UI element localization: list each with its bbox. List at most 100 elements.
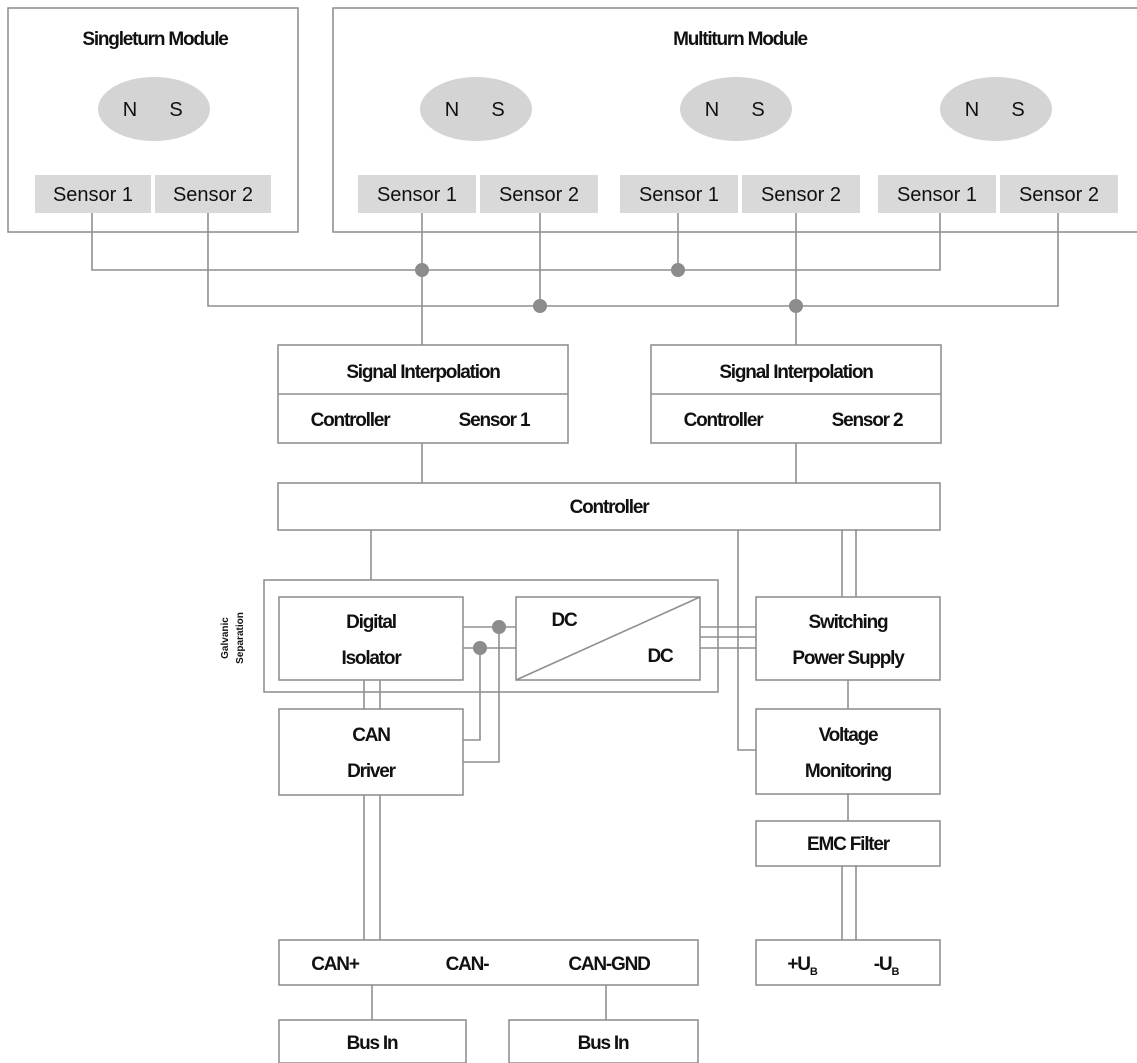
block-title-line-2: Monitoring xyxy=(805,761,892,782)
wire xyxy=(207,213,1059,307)
magnet-south-label: S xyxy=(1011,99,1024,121)
multiturn-magnet-1: N S xyxy=(420,77,532,141)
block-frame xyxy=(278,939,699,986)
block-title: Signal Interpolation xyxy=(346,362,500,383)
block-title-line-1: Digital xyxy=(346,612,396,633)
block-title: Bus In xyxy=(347,1033,398,1054)
multiturn-sensor-1c: Sensor 1 xyxy=(878,175,996,213)
supply-plus-label: +UB xyxy=(787,954,817,978)
can-driver-block: CAN Driver xyxy=(278,708,464,796)
magnet-shape xyxy=(98,77,210,141)
magnet-shape xyxy=(940,77,1052,141)
sensor-1-bus xyxy=(91,213,941,345)
junction-dot xyxy=(671,263,685,277)
block-frame xyxy=(755,708,941,795)
singleturn-sensor-1: Sensor 1 xyxy=(35,175,151,213)
block-frame xyxy=(508,1019,699,1063)
sensor-label: Sensor 1 xyxy=(53,184,133,206)
supply-minus-text: -U xyxy=(874,954,892,975)
block-title-line-2: Power Supply xyxy=(792,648,905,669)
supply-plus-text: +U xyxy=(787,954,810,975)
sensor-box xyxy=(1000,175,1118,213)
multiturn-sensor-2c: Sensor 2 xyxy=(1000,175,1118,213)
magnet-north-label: N xyxy=(705,99,719,121)
galvanic-separation-label-2: Separation xyxy=(235,612,246,664)
bus-in-block-1: Bus In xyxy=(278,1019,467,1063)
multiturn-module-title: Multiturn Module xyxy=(673,29,807,50)
can-gnd-label: CAN-GND xyxy=(568,954,650,975)
wire xyxy=(463,648,481,741)
controller-block: Controller xyxy=(277,482,941,531)
supply-terminal-block: +UB -UB xyxy=(755,939,941,986)
controller-label: Controller xyxy=(684,410,765,431)
switching-power-supply-block: Switching Power Supply xyxy=(755,596,941,681)
sensor-box xyxy=(878,175,996,213)
sensor-box xyxy=(742,175,860,213)
sensor-box xyxy=(155,175,271,213)
block-title: EMC Filter xyxy=(807,834,891,855)
diagonal xyxy=(515,596,701,681)
sensor-label: Sensor 2 xyxy=(1019,184,1099,206)
block-title: Controller xyxy=(570,497,651,518)
multiturn-sensor-1a: Sensor 1 xyxy=(358,175,476,213)
controller-label: Controller xyxy=(311,410,392,431)
emc-filter-block: EMC Filter xyxy=(755,820,941,867)
junction-dot xyxy=(533,299,547,313)
galvanic-separation-label-1: Galvanic xyxy=(220,617,231,659)
block-frame xyxy=(278,596,464,681)
block-title-line-2: Driver xyxy=(347,761,397,782)
magnet-south-label: S xyxy=(751,99,764,121)
junction-dot xyxy=(415,263,429,277)
block-frame xyxy=(755,939,941,986)
supply-minus-label: -UB xyxy=(874,954,900,978)
multiturn-magnet-3: N S xyxy=(940,77,1052,141)
wire xyxy=(91,213,941,271)
block-title: Bus In xyxy=(578,1033,629,1054)
block-title: Signal Interpolation xyxy=(719,362,873,383)
sensor-box xyxy=(358,175,476,213)
junction-dot xyxy=(789,299,803,313)
dc-dc-converter-block: DC DC xyxy=(515,596,701,681)
singleturn-sensor-2: Sensor 2 xyxy=(155,175,271,213)
magnet-shape xyxy=(420,77,532,141)
dc-output-label: DC xyxy=(647,646,674,667)
voltage-monitoring-block: Voltage Monitoring xyxy=(755,708,941,795)
singleturn-module-title: Singleturn Module xyxy=(82,29,228,50)
sensor-label: Sensor 2 xyxy=(499,184,579,206)
can-minus-label: CAN- xyxy=(446,954,490,975)
sensor-label: Sensor 1 xyxy=(377,184,457,206)
multiturn-sensor-2a: Sensor 2 xyxy=(480,175,598,213)
sensor-2-bus xyxy=(207,213,1059,345)
magnet-north-label: N xyxy=(123,99,137,121)
sensor-label: Sensor 1 xyxy=(459,410,531,431)
signal-interpolation-sensor-2: Signal Interpolation Controller Sensor 2 xyxy=(650,344,942,444)
magnet-north-label: N xyxy=(445,99,459,121)
block-title-line-1: Voltage xyxy=(819,725,878,746)
magnet-north-label: N xyxy=(965,99,979,121)
wire xyxy=(737,530,756,751)
sensor-label: Sensor 2 xyxy=(173,184,253,206)
digital-isolator-block: Digital Isolator xyxy=(278,596,464,681)
sensor-label: Sensor 2 xyxy=(761,184,841,206)
can-bus-terminal-block: CAN+ CAN- CAN-GND xyxy=(278,939,699,986)
block-title-line-2: Isolator xyxy=(341,648,402,669)
block-title-line-1: Switching xyxy=(809,612,889,633)
magnet-south-label: S xyxy=(491,99,504,121)
supply-minus-subscript: B xyxy=(891,966,899,978)
multiturn-magnet-2: N S xyxy=(680,77,792,141)
wire xyxy=(463,627,500,763)
multiturn-sensor-1b: Sensor 1 xyxy=(620,175,738,213)
magnet-shape xyxy=(680,77,792,141)
sensor-box xyxy=(35,175,151,213)
sensor-box xyxy=(480,175,598,213)
singleturn-magnet: N S xyxy=(98,77,210,141)
bus-in-block-2: Bus In xyxy=(508,1019,699,1063)
sensor-label: Sensor 2 xyxy=(832,410,903,431)
block-frame xyxy=(278,1019,467,1063)
can-plus-label: CAN+ xyxy=(311,954,360,975)
block-title-line-1: CAN xyxy=(352,725,390,746)
block-frame xyxy=(755,820,941,867)
dc-input-label: DC xyxy=(551,610,578,631)
multiturn-sensor-2b: Sensor 2 xyxy=(742,175,860,213)
